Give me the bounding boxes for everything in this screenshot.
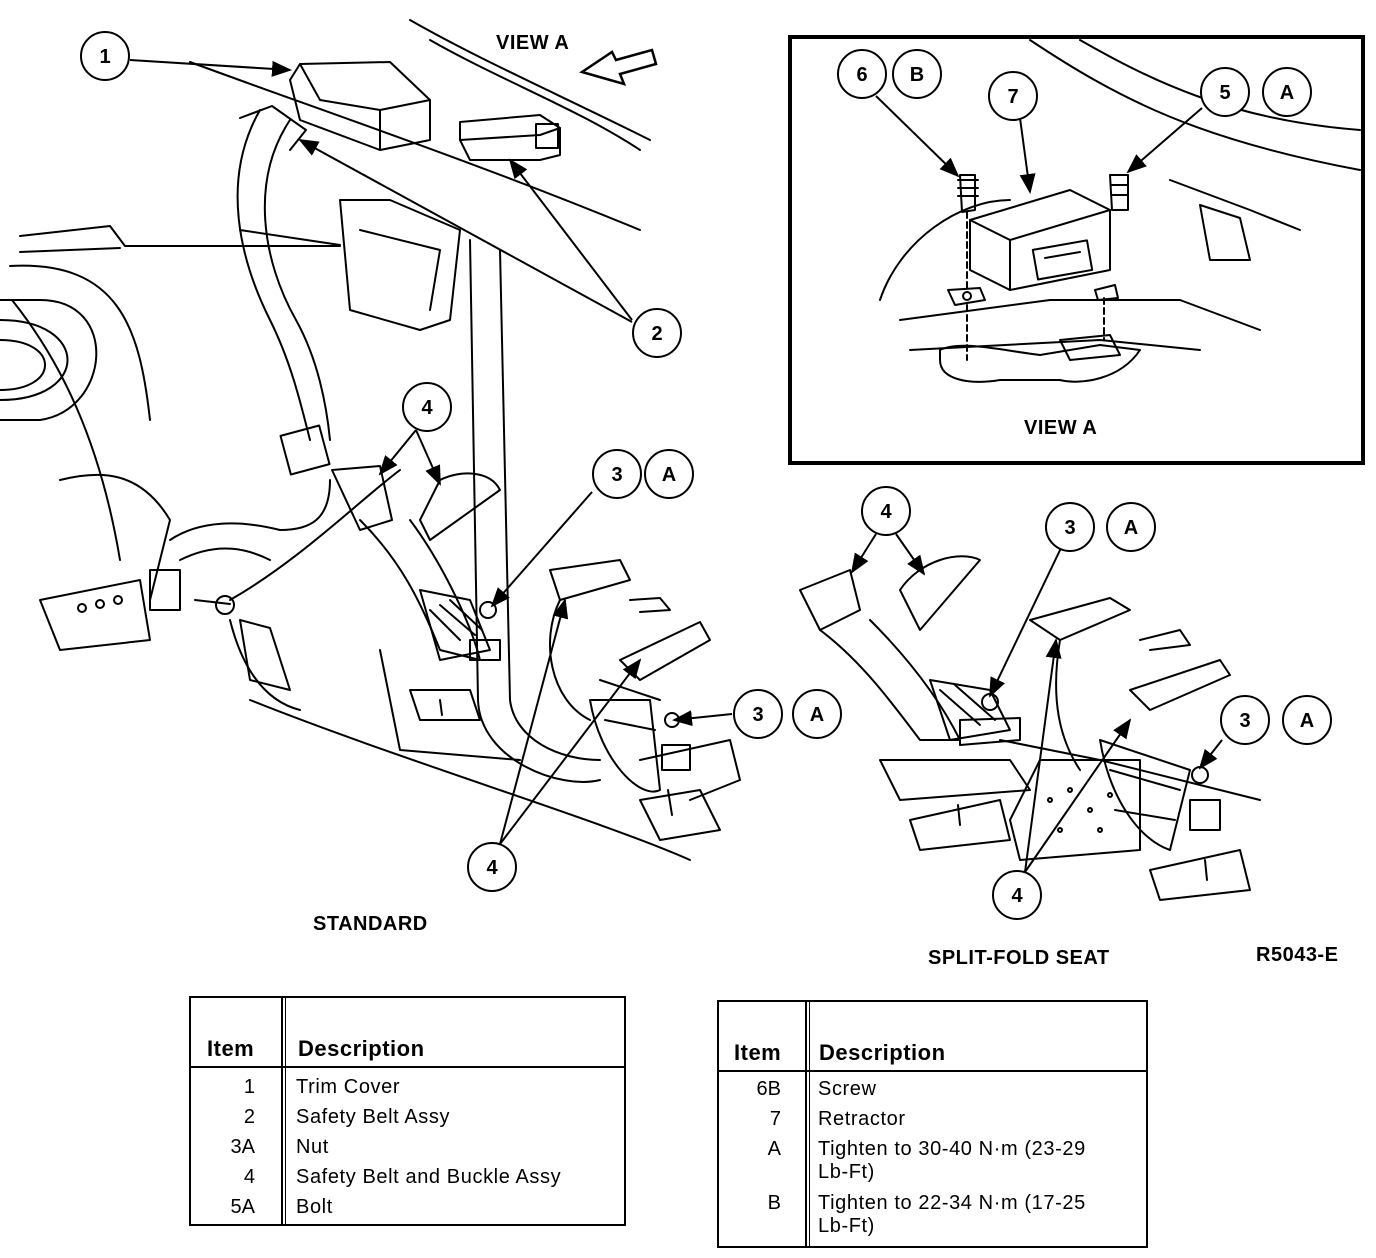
- svg-text:A: A: [1124, 517, 1138, 539]
- svg-text:A: A: [810, 704, 824, 726]
- svg-text:2: 2: [651, 323, 662, 345]
- view-a-inset-frame: [788, 35, 1365, 465]
- svg-text:3: 3: [752, 704, 763, 726]
- svg-text:5: 5: [1219, 82, 1230, 104]
- callout-7: [988, 71, 1038, 121]
- callout-5: [1200, 67, 1250, 117]
- svg-text:4: 4: [1011, 885, 1023, 907]
- table-header-description: Description: [819, 1040, 946, 1065]
- view-direction-arrow-icon: [579, 48, 658, 86]
- callout-4-split-upper: [861, 486, 911, 536]
- callout-a-standard-upper: [644, 449, 694, 499]
- standard-label: STANDARD: [313, 913, 428, 935]
- figure-code: R5043-E: [1256, 944, 1339, 966]
- view-a-label: VIEW A: [496, 32, 570, 54]
- svg-text:B: B: [910, 64, 924, 86]
- callout-6: [837, 49, 887, 99]
- callout-4-standard-upper: [402, 382, 452, 432]
- view-a-inset-label: VIEW A: [1024, 417, 1098, 439]
- svg-text:7: 7: [1007, 86, 1018, 108]
- svg-text:3: 3: [611, 464, 622, 486]
- split-fold-seat-label: SPLIT-FOLD SEAT: [928, 947, 1110, 969]
- svg-text:4: 4: [421, 397, 433, 419]
- legend-table-left: Item Description 1 Trim Cover 2 Safety B…: [189, 996, 626, 1226]
- svg-text:A: A: [662, 464, 676, 486]
- svg-text:4: 4: [486, 857, 498, 879]
- callout-numbers: 1 2 4 3 A 3 A 4 6 B 7 5 A 4 3 A 3 A 4: [99, 46, 1314, 907]
- callout-a-split-lower: [1282, 695, 1332, 745]
- table-header-description: Description: [298, 1036, 425, 1061]
- callout-a-view-a: [1262, 67, 1312, 117]
- split-fold-installation-drawing: [799, 555, 1261, 901]
- svg-text:3: 3: [1064, 517, 1075, 539]
- svg-text:A: A: [1300, 710, 1314, 732]
- svg-text:6: 6: [856, 64, 867, 86]
- callout-bubbles: [80, 31, 1332, 920]
- callout-4-standard-lower: [467, 842, 517, 892]
- callout-2: [632, 308, 682, 358]
- table-header-item: Item: [207, 1036, 255, 1061]
- callout-a-split-upper: [1106, 502, 1156, 552]
- callout-1: [80, 31, 130, 81]
- view-a-retractor-drawing: [879, 39, 1361, 383]
- callout-b: [892, 49, 942, 99]
- standard-installation-drawing: [0, 19, 741, 861]
- callout-3-split-upper: [1045, 502, 1095, 552]
- callout-a-standard-lower: [792, 689, 842, 739]
- callout-3-split-lower: [1220, 695, 1270, 745]
- callout-4-split-lower: [992, 870, 1042, 920]
- table-header-item: Item: [734, 1040, 782, 1065]
- svg-text:3: 3: [1239, 710, 1250, 732]
- svg-text:1: 1: [99, 46, 110, 68]
- svg-text:4: 4: [880, 501, 892, 523]
- svg-text:A: A: [1280, 82, 1294, 104]
- callout-3-standard-upper: [592, 449, 642, 499]
- legend-table-right: Item Description 6B Screw 7 Retractor A …: [717, 1000, 1148, 1248]
- callout-3-standard-lower: [733, 689, 783, 739]
- callout-leaders: [129, 59, 1223, 873]
